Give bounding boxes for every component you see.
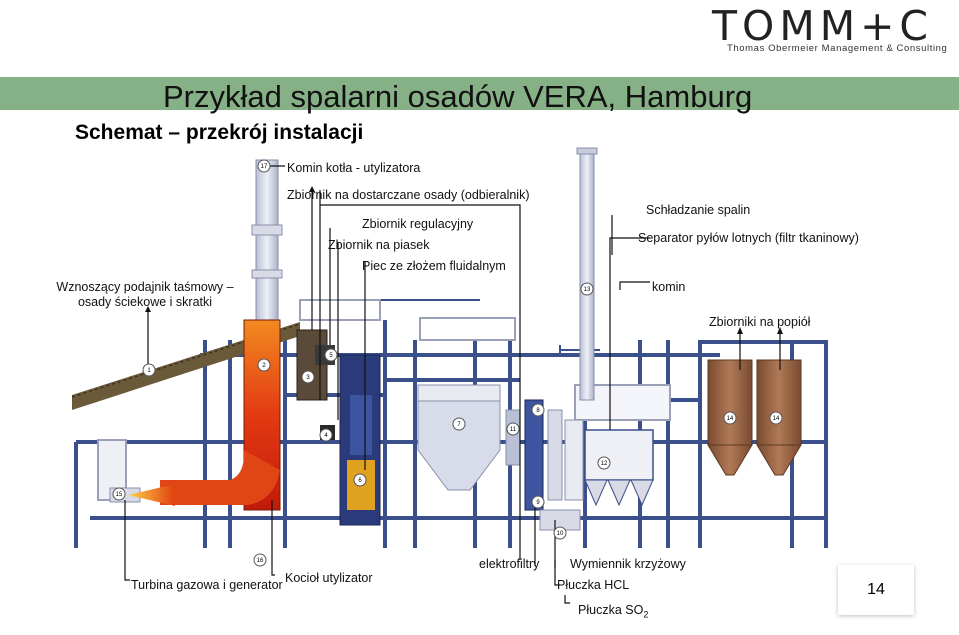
number-markers: 17 3 2 1 4 5 6 7 11 8 9 10 12 13 14 14 1…	[112, 159, 783, 567]
marker-16: 16	[253, 553, 267, 567]
label-so2-subscript: 2	[643, 609, 649, 620]
logo-tagline: Thomas Obermeier Management & Consulting	[727, 43, 948, 54]
tommc-logo: TOMM+C Thomas Obermeier Management & Con…	[712, 2, 948, 56]
marker-12: 12	[597, 456, 611, 470]
marker-17: 17	[257, 159, 271, 173]
marker-5: 5	[324, 348, 338, 362]
marker-14b: 14	[769, 411, 783, 425]
marker-9: 9	[531, 495, 545, 509]
svg-text:6: 6	[358, 478, 362, 484]
pointer-lines	[124, 165, 781, 604]
label-zbiornik-dostarczane: Zbiornik na dostarczane osady (odbieraln…	[287, 188, 530, 202]
svg-text:9: 9	[536, 500, 540, 506]
svg-text:16: 16	[257, 558, 264, 564]
label-kociol: Kocioł utylizator	[285, 571, 373, 585]
title-band	[0, 77, 959, 110]
marker-13: 13	[580, 282, 594, 296]
svg-text:17: 17	[261, 164, 268, 170]
svg-text:10: 10	[557, 531, 564, 537]
cyclone-separator	[417, 384, 501, 491]
marker-1: 1	[142, 363, 156, 377]
svg-text:3: 3	[306, 375, 310, 381]
marker-3: 3	[301, 370, 315, 384]
svg-text:15: 15	[116, 492, 123, 498]
label-schladzanie: Schładzanie spalin	[646, 203, 751, 217]
marker-14a: 14	[723, 411, 737, 425]
label-podajnik: Wznoszący podajnik taśmowy – osady ściek…	[50, 280, 240, 310]
scrubbers	[539, 419, 584, 531]
marker-7: 7	[452, 417, 466, 431]
label-podajnik-line1: Wznoszący podajnik taśmowy –	[56, 280, 234, 294]
label-zbiornik-regulacyjny: Zbiornik regulacyjny	[362, 217, 474, 231]
svg-text:14: 14	[727, 416, 734, 422]
boiler-chimney	[251, 159, 283, 351]
svg-text:12: 12	[601, 461, 608, 467]
marker-15: 15	[112, 487, 126, 501]
label-zbiornik-piasek: Zbiornik na piasek	[328, 238, 430, 252]
label-wymiennik: Wymiennik krzyżowy	[570, 557, 686, 571]
svg-text:1: 1	[147, 368, 151, 374]
logo-brand: TOMM+C	[712, 2, 934, 50]
marker-2: 2	[257, 358, 271, 372]
svg-text:4: 4	[324, 433, 328, 439]
marker-8: 8	[531, 403, 545, 417]
fluidized-bed-furnace	[339, 354, 381, 526]
ash-silos	[707, 359, 802, 476]
main-stack	[576, 147, 598, 401]
label-pluczka-so2: Płuczka SO2	[578, 603, 648, 623]
marker-11: 11	[506, 422, 520, 436]
marker-4: 4	[319, 428, 333, 442]
waste-heat-boiler	[160, 319, 281, 511]
page-subtitle: Schemat – przekrój instalacji	[75, 121, 364, 144]
label-separator: Separator pyłów lotnych (filtr tkaninowy…	[638, 231, 859, 245]
page-number: 14	[838, 565, 914, 615]
label-turbina: Turbina gazowa i generator	[131, 578, 283, 592]
label-podajnik-line2: osady ściekowe i skratki	[77, 295, 213, 309]
label-zbiorniki-popiol: Zbiorniki na popiół	[709, 315, 811, 329]
svg-text:2: 2	[262, 363, 266, 369]
fabric-filter	[584, 429, 654, 507]
label-pluczka-hcl: Płuczka HCL	[557, 578, 630, 592]
label-pluczka-so2-text: Płuczka SO	[578, 603, 644, 617]
label-piec: Piec ze złożem fluidalnym	[362, 259, 506, 273]
marker-6: 6	[353, 473, 367, 487]
page-title: Przykład spalarni osadów VERA, Hamburg	[163, 79, 753, 114]
svg-text:14: 14	[773, 416, 780, 422]
svg-text:7: 7	[457, 422, 461, 428]
label-komin-kotla: Komin kotła - utylizatora	[287, 161, 421, 175]
label-elektrofiltry: elektrofiltry	[479, 557, 540, 571]
marker-10: 10	[553, 526, 567, 540]
svg-text:5: 5	[329, 353, 333, 359]
label-komin: komin	[652, 280, 686, 294]
svg-text:11: 11	[510, 427, 517, 433]
svg-text:8: 8	[536, 408, 540, 414]
svg-text:13: 13	[584, 287, 591, 293]
